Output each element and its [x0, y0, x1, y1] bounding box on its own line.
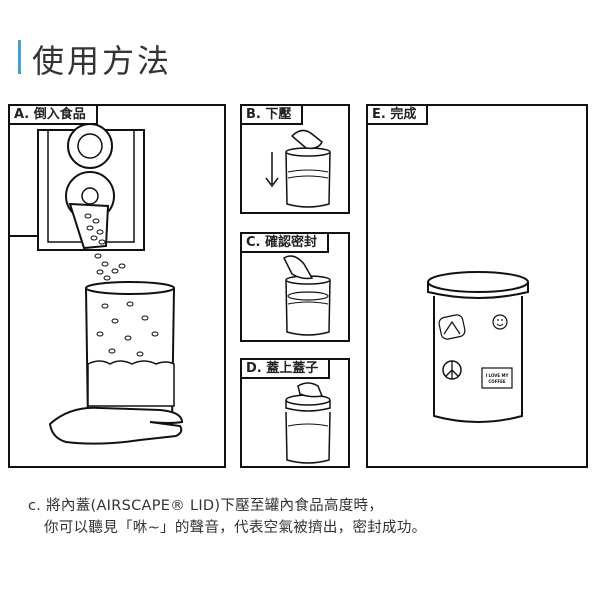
panel-b-label: B. 下壓	[242, 106, 304, 125]
panel-b-illustration	[265, 129, 331, 208]
mountain-icon	[438, 314, 466, 340]
panel-d-label: D. 蓋上蓋子	[242, 360, 331, 379]
panel-d: D. 蓋上蓋子	[240, 358, 350, 468]
sticker-line2: COFFEE	[488, 379, 506, 384]
peace-sign-icon	[442, 360, 462, 380]
title-accent-bar	[18, 40, 21, 74]
panel-e-illustration: I LOVE MY COFFEE	[427, 271, 529, 423]
coffee-sticker	[481, 367, 513, 389]
caption-line-2: 你可以聽見「咻~」的聲音，代表空氣被擠出，密封成功。	[44, 520, 427, 536]
panel-b: B. 下壓	[240, 104, 350, 214]
panel-a-label: A. 倒入食品	[10, 106, 98, 125]
hand-icon	[48, 406, 184, 445]
panel-c: C. 確認密封	[240, 232, 350, 342]
panel-e-label: E. 完成	[368, 106, 429, 125]
page-title: 使用方法	[32, 42, 173, 80]
panel-e: E. 完成 I LOVE MY COFFEE	[366, 104, 588, 468]
panel-d-illustration	[285, 382, 331, 464]
smiley-icon	[492, 314, 508, 330]
down-arrow-icon	[265, 152, 279, 188]
sticker-line1: I LOVE MY	[486, 373, 509, 378]
panel-a-illustration	[10, 123, 184, 445]
panel-a: A. 倒入食品	[8, 104, 226, 468]
panel-c-label: C. 確認密封	[242, 234, 330, 253]
panel-c-illustration	[283, 255, 331, 336]
caption-line-1: c. 將內蓋(AIRSCAPE® LID)下壓至罐內食品高度時，	[28, 498, 384, 514]
